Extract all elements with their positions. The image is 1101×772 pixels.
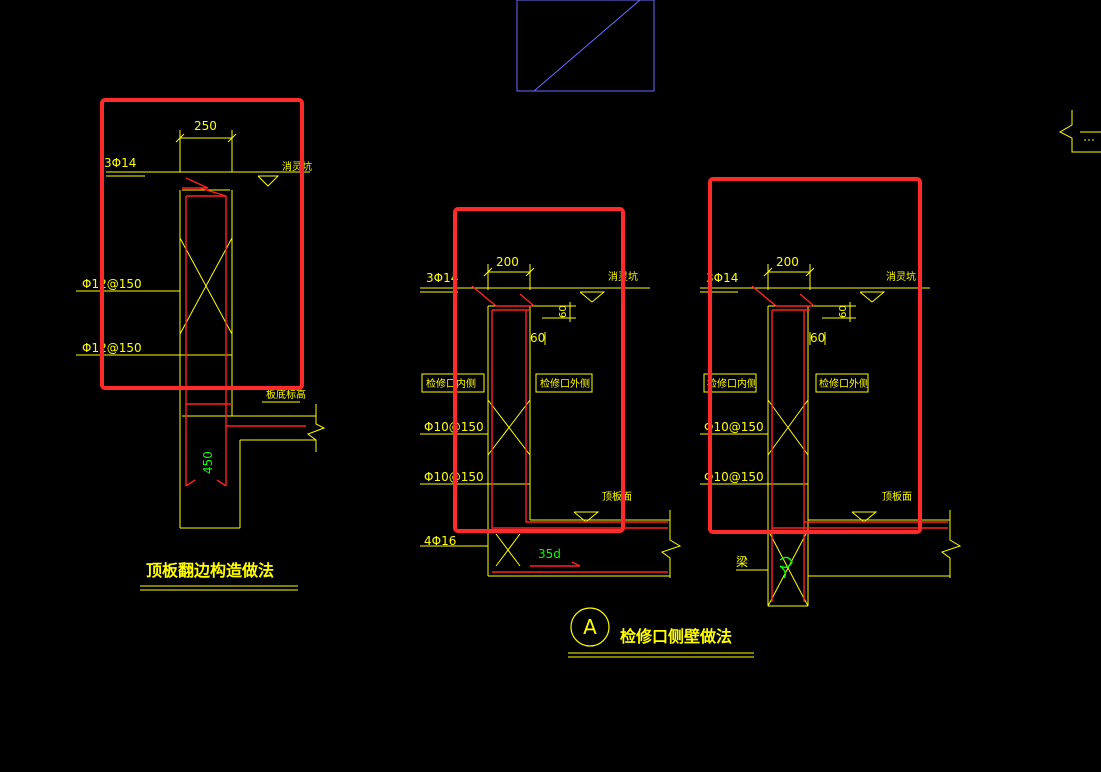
right-top-bar-label: 3Φ14 bbox=[706, 271, 738, 285]
mid-dim-60b: 60 bbox=[530, 331, 545, 345]
mid-top-bar-label: 3Φ14 bbox=[426, 271, 458, 285]
right-rebar-2-label: Φ10@150 bbox=[704, 470, 764, 484]
left-slab-note: 板底标高 bbox=[266, 388, 306, 401]
right-dim-60a: 60 bbox=[838, 305, 849, 318]
mid-inner-label: 检修口内侧 bbox=[426, 377, 476, 390]
right-top-level-label: 消灵坑 bbox=[886, 270, 916, 283]
mid-bottom-bar-label: 4Φ16 bbox=[424, 534, 456, 548]
left-top-level-label: 消灵坑 bbox=[282, 160, 312, 173]
highlight-box-right bbox=[708, 177, 922, 534]
highlight-box-left bbox=[100, 98, 304, 390]
section-mark: A bbox=[583, 615, 597, 639]
mid-anchor-label: 35d bbox=[538, 547, 561, 561]
mid-bottom-level-label: 顶板面 bbox=[602, 490, 632, 503]
mid-outer-label: 检修口外侧 bbox=[540, 377, 590, 390]
right-detail: 200 3Φ14 消灵坑 60 60 检修口内侧 检修口外侧 Φ10@150 Φ… bbox=[700, 255, 962, 607]
left-detail-title: 顶板翻边构造做法 bbox=[146, 561, 274, 580]
left-detail: 250 3Φ14 消灵坑 Φ12@150 Φ12@150 板底标高 450 顶板… bbox=[76, 119, 326, 591]
right-green-mark bbox=[779, 556, 793, 579]
left-rebar-2-label: Φ12@150 bbox=[82, 341, 142, 355]
right-outer-label: 检修口外侧 bbox=[819, 377, 869, 390]
right-rebar-1-label: Φ10@150 bbox=[704, 420, 764, 434]
mid-dim-60a: 60 bbox=[558, 305, 569, 318]
mid-dim-width: 200 bbox=[496, 255, 519, 269]
right-bottom-level-label: 顶板面 bbox=[882, 490, 912, 503]
right-beam-label: 梁 bbox=[736, 554, 748, 569]
right-edge-symbol bbox=[1058, 110, 1101, 153]
highlight-boxes bbox=[100, 98, 922, 534]
left-rebar-1-label: Φ12@150 bbox=[82, 277, 142, 291]
right-dim-width: 200 bbox=[776, 255, 799, 269]
left-dim-width: 250 bbox=[194, 119, 217, 133]
left-wall-height: 450 bbox=[201, 451, 215, 474]
right-inner-label: 检修口内侧 bbox=[707, 377, 757, 390]
top-blue-frame bbox=[516, 0, 655, 92]
section-title-group: A 检修口侧壁做法 bbox=[568, 607, 754, 658]
right-dim-60b: 60 bbox=[810, 331, 825, 345]
section-title: 检修口侧壁做法 bbox=[620, 627, 732, 646]
highlight-box-middle bbox=[453, 207, 625, 533]
left-top-bar-label: 3Φ14 bbox=[104, 156, 136, 170]
